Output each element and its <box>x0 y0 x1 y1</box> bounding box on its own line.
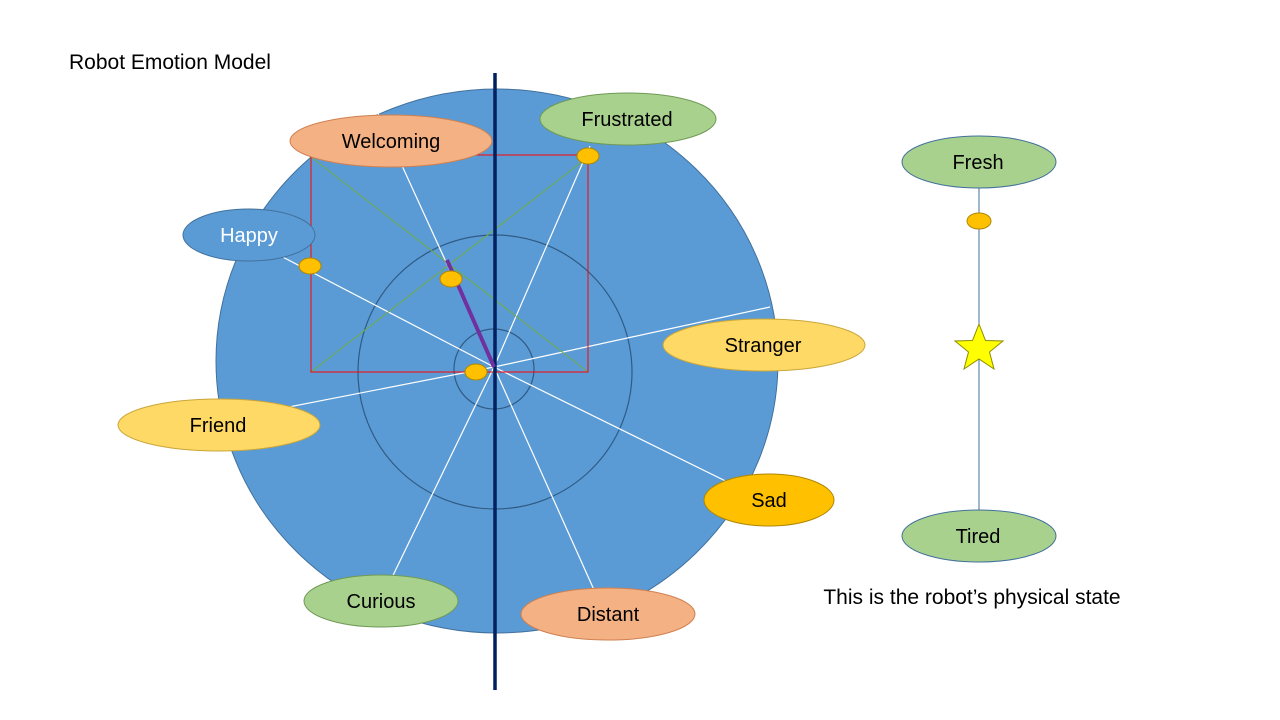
label-friend-text: Friend <box>190 415 247 437</box>
label-happy-text: Happy <box>220 225 278 247</box>
markers <box>298 147 600 381</box>
label-distant-text: Distant <box>577 604 640 626</box>
physical-state-caption: This is the robot’s physical state <box>823 586 1121 609</box>
label-welcoming-text: Welcoming <box>342 131 441 153</box>
label-stranger-text: Stranger <box>725 335 802 357</box>
label-curious-text: Curious <box>347 591 416 613</box>
label-welcoming: Welcoming <box>289 114 493 168</box>
marker-dot <box>298 257 322 275</box>
label-friend: Friend <box>117 398 321 452</box>
spoke-happy <box>249 239 495 368</box>
spoke-stranger <box>493 306 771 368</box>
label-sad-text: Sad <box>751 490 787 512</box>
spoke-curious <box>382 366 495 597</box>
label-fresh-text: Fresh <box>952 152 1003 174</box>
marker-dot <box>576 147 600 165</box>
spoke-sad <box>493 366 759 498</box>
physical-state-marker <box>966 212 992 230</box>
marker-dot <box>464 363 488 381</box>
label-tired: Tired <box>901 509 1057 563</box>
label-frustrated-text: Frustrated <box>581 109 672 131</box>
diagram-title: Robot Emotion Model <box>69 51 271 74</box>
label-fresh: Fresh <box>901 135 1057 189</box>
star-icon <box>953 322 1005 371</box>
label-curious: Curious <box>303 574 459 628</box>
emotion-spokes <box>231 88 771 602</box>
label-tired-text: Tired <box>956 526 1001 548</box>
spoke-distant <box>493 366 600 602</box>
label-happy: Happy <box>182 208 316 262</box>
label-sad: Sad <box>703 473 835 527</box>
label-distant: Distant <box>520 587 696 641</box>
marker-dot <box>439 270 463 288</box>
label-stranger: Stranger <box>662 318 866 372</box>
spoke-frustrated <box>493 145 591 368</box>
label-frustrated: Frustrated <box>539 92 717 146</box>
